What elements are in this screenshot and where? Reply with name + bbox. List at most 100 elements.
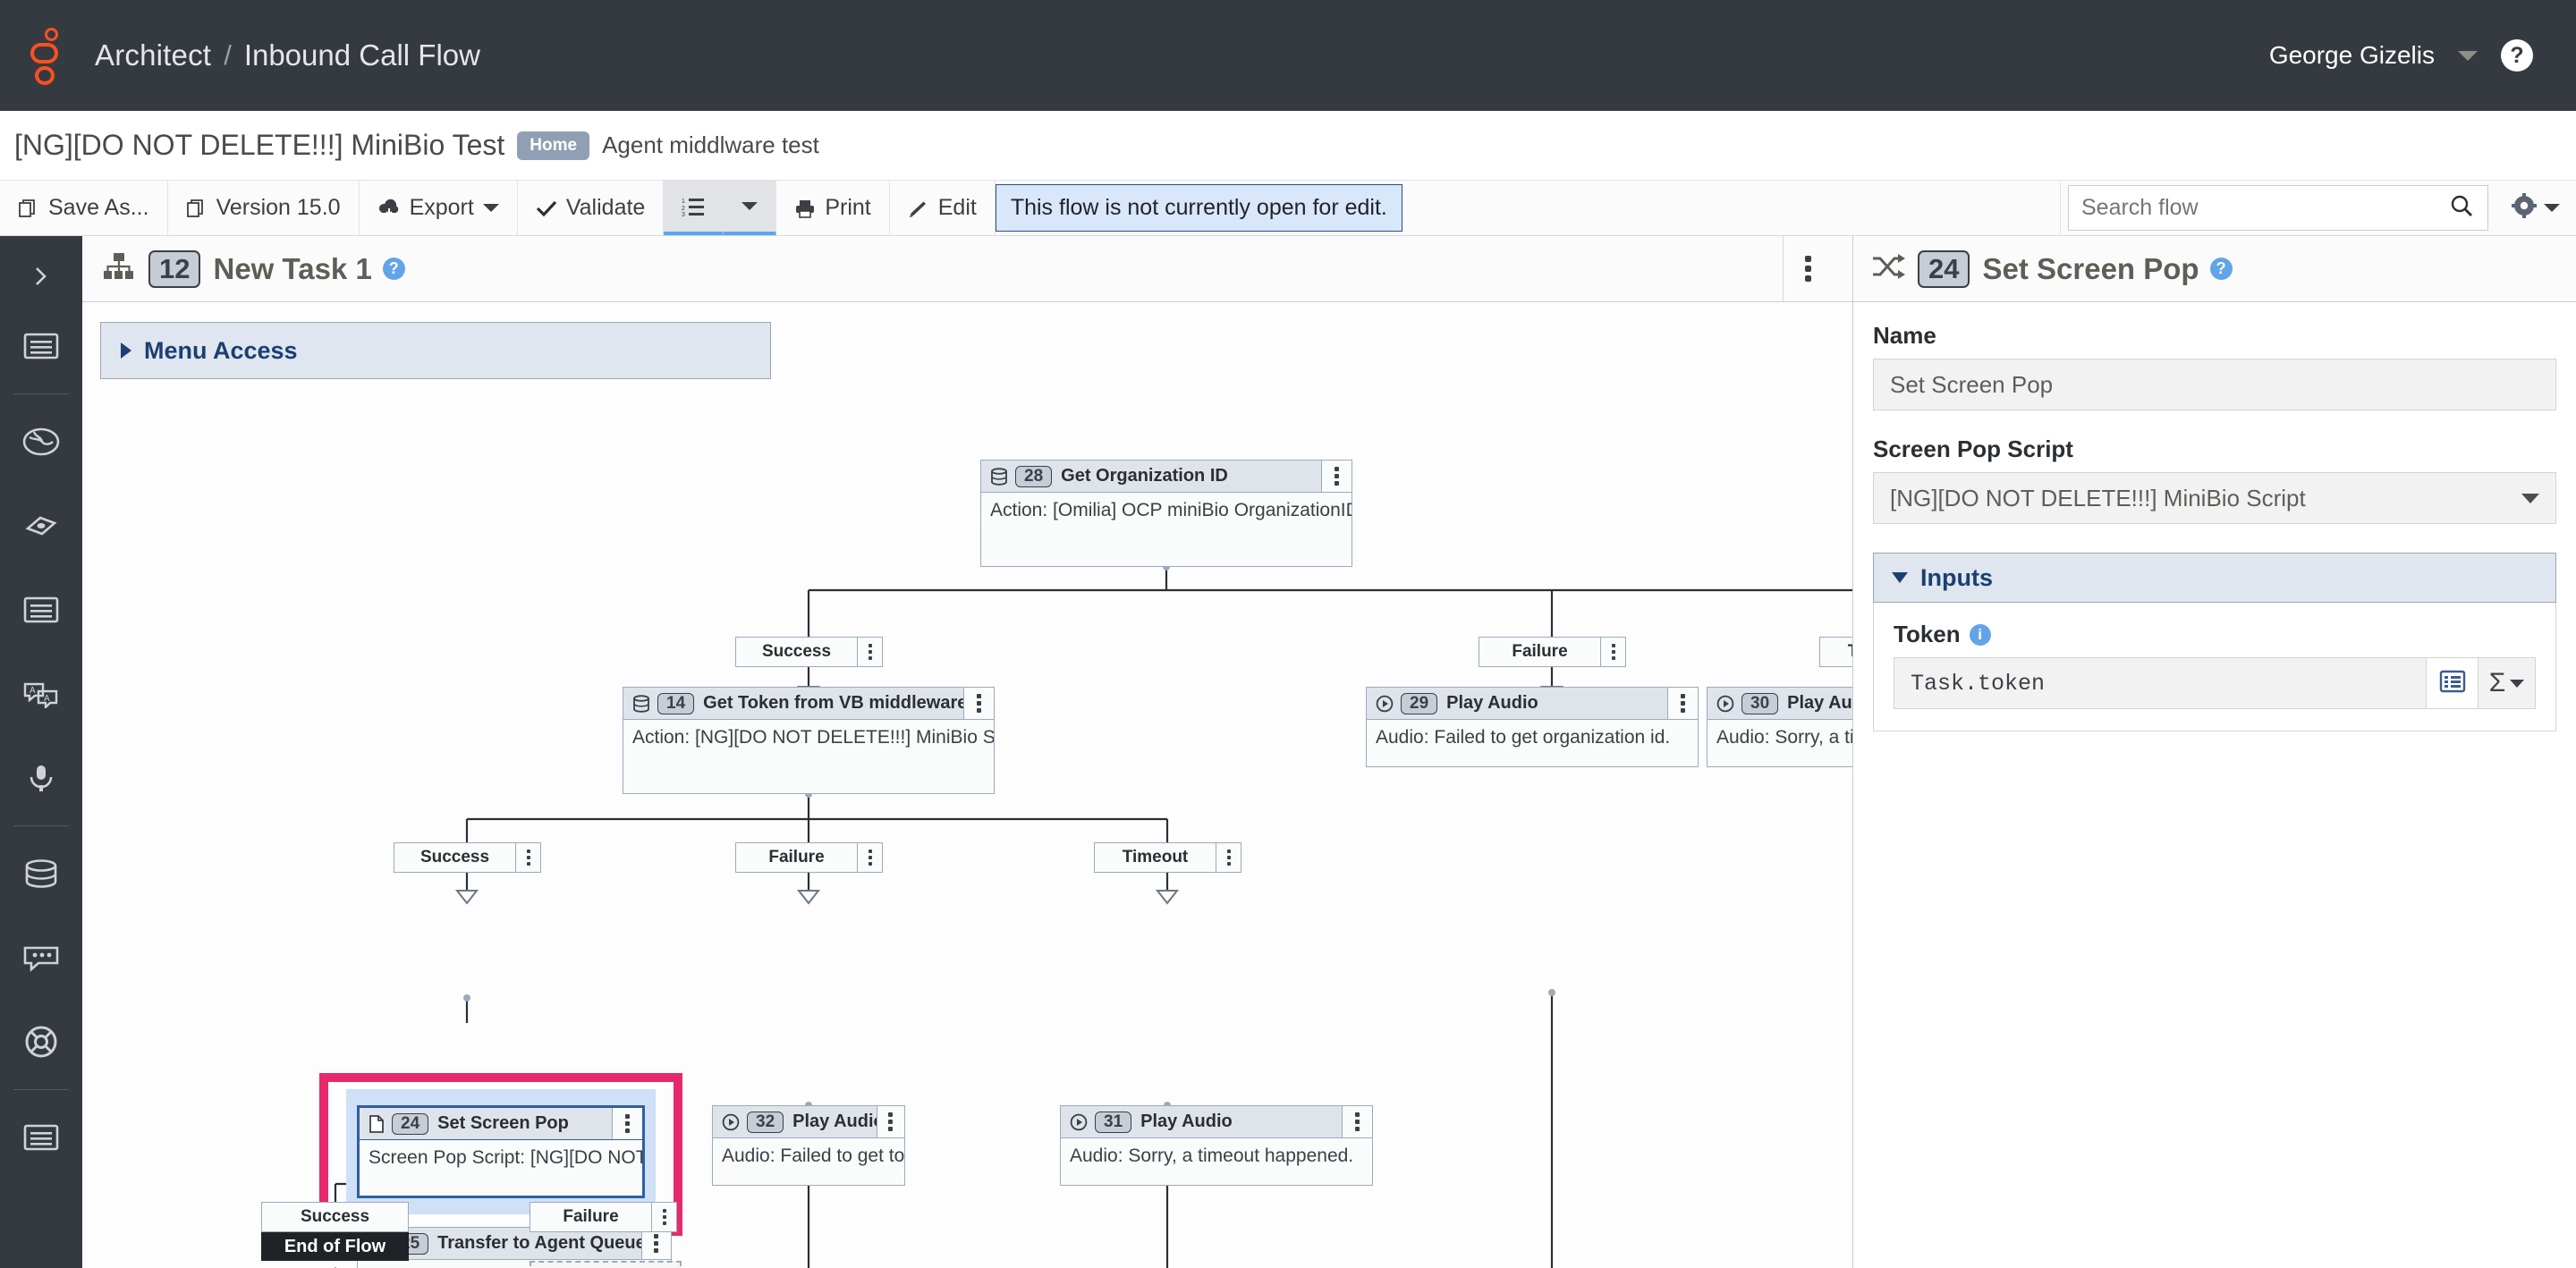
kebab-menu-icon[interactable] — [868, 850, 872, 866]
token-input[interactable]: Task.token — [1894, 657, 2427, 709]
branch-chip-success-2[interactable]: Success — [394, 842, 541, 873]
chevron-down-icon[interactable] — [2510, 679, 2525, 688]
chevron-down-icon[interactable] — [2458, 50, 2478, 61]
question-mark-icon[interactable]: ? — [2209, 258, 2233, 280]
breadcrumb-section[interactable]: Inbound Call Flow — [243, 38, 480, 72]
question-mark-icon[interactable]: ? — [382, 258, 405, 280]
kebab-menu-icon[interactable] — [1681, 694, 1685, 713]
node-menu-button[interactable] — [1667, 688, 1698, 719]
chevron-down-icon[interactable] — [482, 204, 499, 212]
copy-icon — [18, 198, 39, 219]
chevron-down-icon[interactable] — [741, 202, 758, 210]
menu-access-section[interactable]: Menu Access — [100, 322, 771, 379]
branch-chip-success-3[interactable]: Success — [261, 1202, 409, 1232]
branch-menu-button[interactable] — [1600, 638, 1625, 666]
flow-node-play-audio-32[interactable]: 32 Play Audio Audio: Failed to get token… — [712, 1105, 905, 1186]
rail-item-audio[interactable] — [0, 736, 82, 820]
chevron-right-icon[interactable] — [121, 342, 131, 359]
branch-menu-button[interactable] — [515, 843, 540, 872]
user-menu-label[interactable]: George Gizelis — [2268, 41, 2435, 69]
screen-pop-script-select[interactable]: [NG][DO NOT DELETE!!!] MiniBio Script — [1873, 472, 2556, 524]
flow-node-get-token[interactable]: 14 Get Token from VB middleware Action: … — [623, 687, 995, 794]
kebab-menu-icon[interactable] — [526, 850, 530, 866]
branch-menu-button[interactable] — [857, 638, 882, 666]
branch-chip-failure[interactable]: Failure — [1479, 637, 1626, 667]
rail-item-list[interactable] — [0, 568, 82, 652]
kebab-menu-icon[interactable] — [977, 694, 982, 713]
branch-chip-timeout-2[interactable]: Timeout — [1094, 842, 1241, 873]
node-menu-button[interactable] — [876, 1106, 904, 1137]
kebab-menu-icon[interactable] — [1611, 644, 1615, 660]
flow-canvas[interactable]: Menu Access 28 Get Organization ID — [82, 302, 1852, 1268]
search-input[interactable] — [2081, 195, 2448, 221]
read-only-notice: This flow is not currently open for edit… — [995, 184, 1402, 232]
flow-node-transfer-to-agent-queue[interactable]: 25 Transfer to Agent Queue Queue: Gianni… — [357, 1227, 672, 1268]
kebab-menu-icon[interactable] — [1335, 467, 1339, 486]
flow-node-play-audio-31[interactable]: 31 Play Audio Audio: Sorry, a timeout ha… — [1060, 1105, 1373, 1186]
kebab-menu-icon[interactable] — [654, 1234, 659, 1253]
kebab-menu-icon[interactable] — [1355, 1112, 1360, 1131]
token-picker-button[interactable] — [2427, 657, 2479, 709]
save-as-button[interactable]: Save As... — [0, 181, 168, 235]
chevron-down-icon[interactable] — [1892, 572, 1908, 583]
flow-node-set-screen-pop[interactable]: 24 Set Screen Pop Screen Pop Script: [NG… — [357, 1105, 645, 1198]
rail-item-flows[interactable] — [0, 304, 82, 388]
svg-text:2: 2 — [682, 206, 685, 212]
node-menu-button[interactable] — [640, 1228, 671, 1259]
app-name[interactable]: Architect — [95, 38, 212, 72]
branch-chip-failure-3[interactable]: Failure — [530, 1202, 677, 1232]
empty-node-placeholder[interactable] — [530, 1261, 682, 1268]
settings-dropdown[interactable] — [2496, 181, 2576, 235]
kebab-menu-icon[interactable] — [1805, 256, 1811, 282]
question-mark-icon[interactable]: ? — [2501, 39, 2533, 72]
flow-node-play-audio-30[interactable]: 30 Play Audio Audio: Sorry, a timeout ha… — [1707, 687, 1852, 767]
branch-menu-button[interactable] — [651, 1203, 676, 1231]
name-field[interactable]: Set Screen Pop — [1873, 359, 2556, 410]
branch-chip-timeout[interactable]: Timeout — [1819, 637, 1852, 667]
kebab-menu-icon[interactable] — [1226, 850, 1231, 866]
flow-node-get-organization-id[interactable]: 28 Get Organization ID Action: [Omilia] … — [980, 460, 1352, 567]
node-menu-button[interactable] — [1342, 1106, 1372, 1137]
flow-node-play-audio-29[interactable]: 29 Play Audio Audio: Failed to get organ… — [1366, 687, 1699, 767]
genesys-logo-icon[interactable] — [30, 28, 72, 85]
edit-button[interactable]: Edit — [890, 181, 996, 235]
expand-rail[interactable] — [0, 249, 82, 304]
token-field-label: Token — [1894, 621, 1961, 647]
task-menu-button[interactable] — [1783, 236, 1833, 301]
view-options-dropdown[interactable] — [724, 181, 777, 235]
kebab-menu-icon[interactable] — [625, 1114, 630, 1133]
rail-item-global[interactable] — [0, 400, 82, 484]
rail-divider — [13, 393, 69, 394]
search-flow-field[interactable] — [2068, 185, 2488, 231]
rail-item-data[interactable] — [0, 832, 82, 916]
search-icon[interactable] — [2448, 192, 2475, 224]
pencil-icon — [908, 199, 929, 218]
inputs-section-header[interactable]: Inputs — [1873, 553, 2556, 603]
rail-item-support[interactable] — [0, 1000, 82, 1084]
branch-menu-button[interactable] — [857, 843, 882, 872]
rail-item-chat[interactable] — [0, 916, 82, 1000]
export-button[interactable]: Export — [360, 181, 518, 235]
rail-item-layers[interactable] — [0, 484, 82, 568]
kebab-menu-icon[interactable] — [662, 1209, 666, 1225]
branch-chip-success[interactable]: Success — [735, 637, 883, 667]
validate-button[interactable]: Validate — [518, 181, 665, 235]
info-icon[interactable]: i — [1969, 623, 1991, 646]
print-button[interactable]: Print — [776, 181, 890, 235]
chevron-down-icon[interactable] — [2544, 204, 2560, 212]
branch-menu-button[interactable] — [1216, 843, 1241, 872]
gear-icon[interactable] — [2512, 193, 2537, 223]
branch-chip-failure-2[interactable]: Failure — [735, 842, 883, 873]
node-menu-button[interactable] — [963, 688, 994, 719]
chevron-down-icon[interactable] — [2521, 493, 2539, 503]
node-menu-button[interactable] — [1321, 461, 1352, 492]
node-menu-button[interactable] — [612, 1108, 642, 1139]
rail-item-notes[interactable] — [0, 1095, 82, 1179]
kebab-menu-icon[interactable] — [868, 644, 872, 660]
token-expression-button[interactable]: Σ — [2479, 657, 2536, 709]
branch-label: Success — [419, 848, 490, 866]
kebab-menu-icon[interactable] — [888, 1112, 894, 1131]
version-button[interactable]: Version 15.0 — [168, 181, 360, 235]
